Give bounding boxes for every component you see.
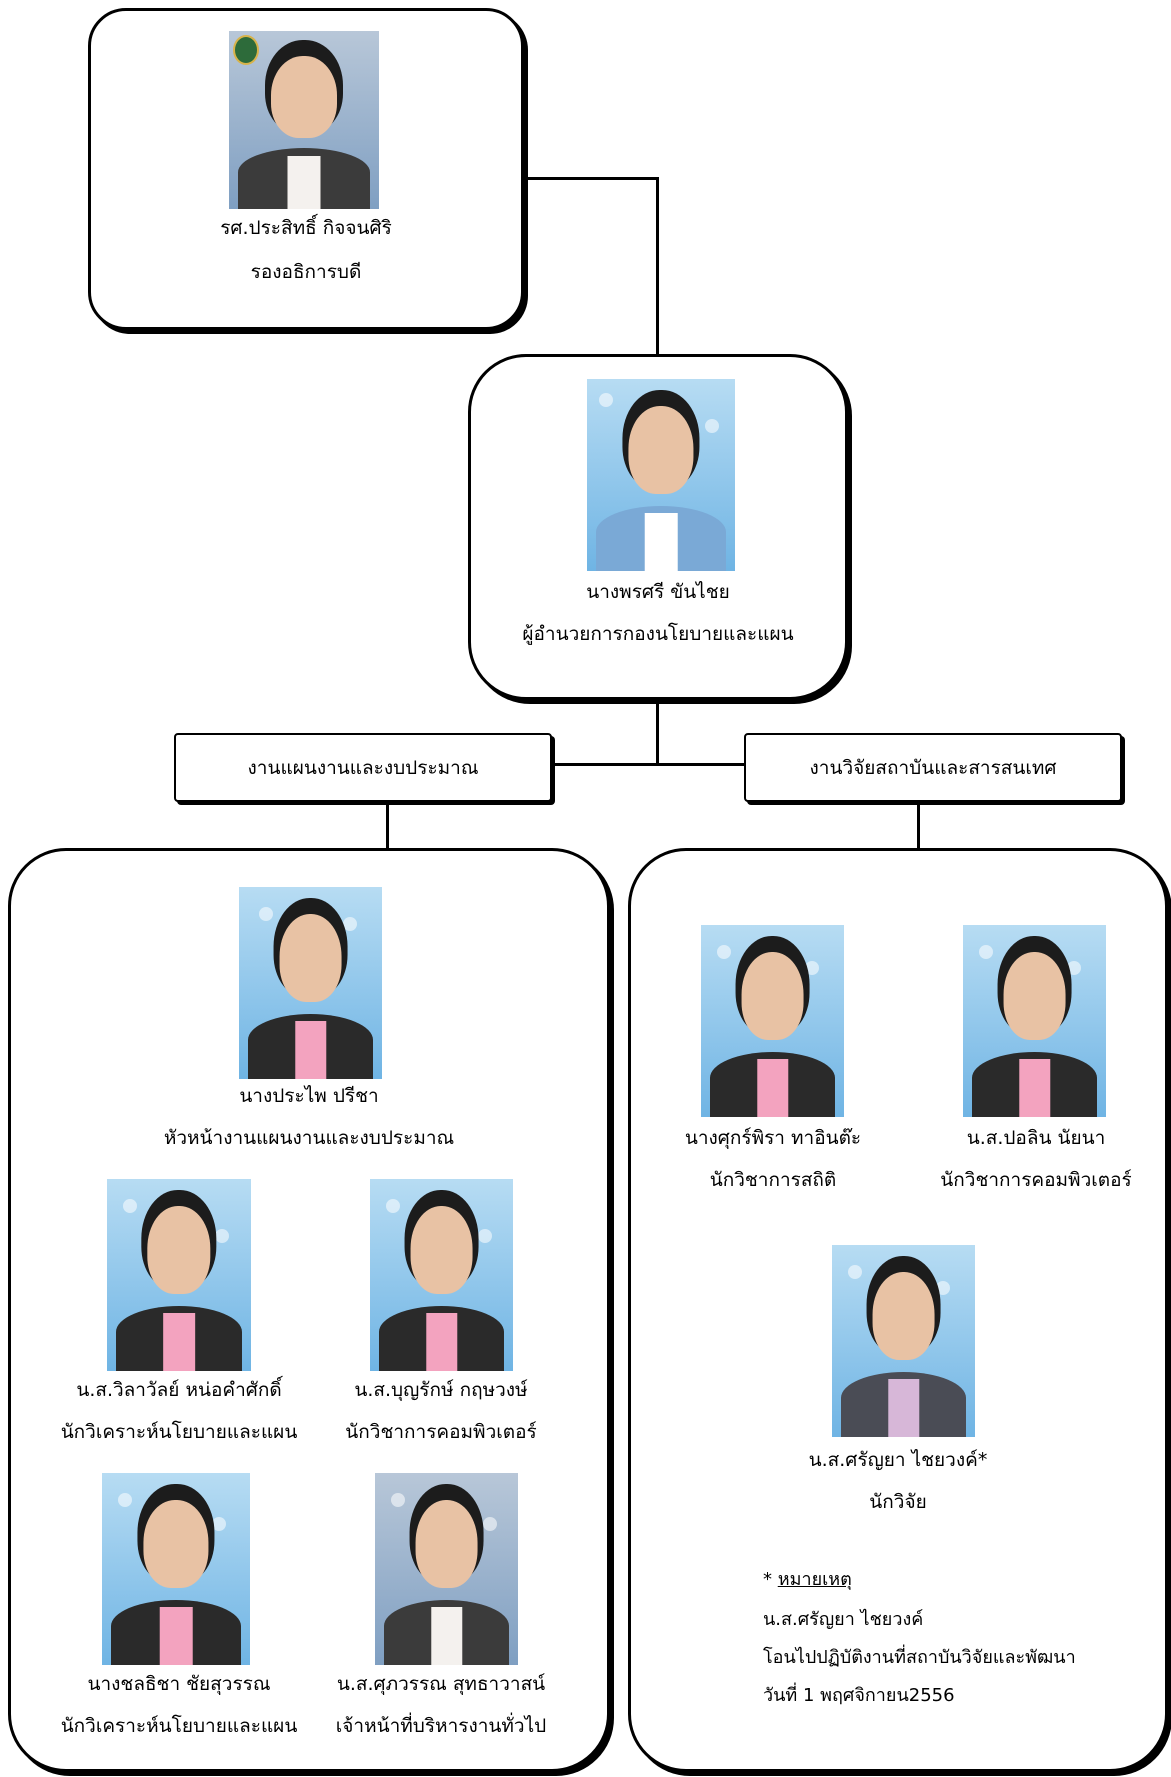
member-title: นักวิชาการสถิติ [709, 1169, 837, 1191]
member-name: น.ส.บุญรักษ์ กฤษวงษ์ [354, 1379, 528, 1401]
member-photo [107, 1179, 251, 1371]
member-name: นางชลธิชา ชัยสุวรรณ [87, 1673, 271, 1695]
connector-right-down [917, 804, 920, 848]
director-box: นางพรศรี ขันไชย ผู้อำนวยการกองนโยบายและแ… [468, 354, 848, 700]
research-group-box: นางศุกร์พิรา ทาอินต๊ะ นักวิชาการสถิติ น.… [628, 848, 1168, 1772]
member-name: น.ส.ศรัญยา ไชยวงค์* [808, 1449, 988, 1471]
member-photo [102, 1473, 250, 1665]
connector-director-down [656, 700, 659, 765]
member-name: น.ส.วิลาวัลย์ หน่อคำศักดิ์ [76, 1379, 282, 1401]
planning-group-box: นางประไพ ปรีชา หัวหน้างานแผนงานและงบประม… [8, 848, 610, 1772]
member-photo [701, 925, 844, 1117]
note-star: * [763, 1569, 772, 1590]
head-photo [239, 887, 382, 1079]
note-line-1: น.ส.ศรัญยา ไชยวงค์ [763, 1609, 924, 1630]
director-title: ผู้อำนวยการกองนโยบายและแผน [522, 623, 794, 645]
director-photo [587, 379, 735, 571]
member-title: นักวิเคราะห์นโยบายและแผน [60, 1421, 298, 1443]
director-name: นางพรศรี ขันไชย [586, 581, 730, 603]
note-line-3: วันที่ 1 พฤศจิกายน2556 [763, 1685, 955, 1706]
member-name: นางศุกร์พิรา ทาอินต๊ะ [684, 1127, 862, 1149]
member-photo [963, 925, 1106, 1117]
connector-branch-horizontal [552, 763, 744, 766]
connector-top-horizontal [524, 177, 659, 180]
university-emblem-icon [233, 35, 259, 65]
member-name: น.ส.ปอลิน นัยนา [966, 1127, 1106, 1149]
member-photo [375, 1473, 518, 1665]
vice-president-box: รศ.ประสิทธิ์ กิจจนศิริ รองอธิการบดี [88, 8, 524, 330]
member-title: นักวิเคราะห์นโยบายและแผน [60, 1715, 298, 1737]
head-name: นางประไพ ปรีชา [239, 1085, 379, 1107]
vice-president-photo [229, 31, 379, 209]
vice-president-name: รศ.ประสิทธิ์ กิจจนศิริ [220, 217, 392, 239]
connector-left-down [386, 802, 389, 848]
note-line-2: โอนไปปฏิบัติงานที่สถาบันวิจัยและพัฒนา [763, 1647, 1076, 1668]
member-title: นักวิชาการคอมพิวเตอร์ [345, 1421, 537, 1443]
note-heading: * หมายเหตุ [763, 1569, 852, 1591]
head-title: หัวหน้างานแผนงานและงบประมาณ [163, 1127, 455, 1149]
branch-label-research: งานวิจัยสถาบันและสารสนเทศ [744, 733, 1122, 802]
note-label: หมายเหตุ [777, 1569, 852, 1590]
member-photo [832, 1245, 975, 1437]
member-title: นักวิจัย [869, 1491, 927, 1513]
vice-president-title: รองอธิการบดี [250, 261, 362, 283]
member-title: นักวิชาการคอมพิวเตอร์ [940, 1169, 1132, 1191]
member-photo [370, 1179, 513, 1371]
connector-top-vertical [656, 177, 659, 354]
member-name: น.ส.ศุภวรรณ สุทธาวาสน์ [336, 1673, 546, 1695]
member-title: เจ้าหน้าที่บริหารงานทั่วไป [335, 1715, 547, 1737]
branch-label-planning: งานแผนงานและงบประมาณ [174, 733, 552, 802]
